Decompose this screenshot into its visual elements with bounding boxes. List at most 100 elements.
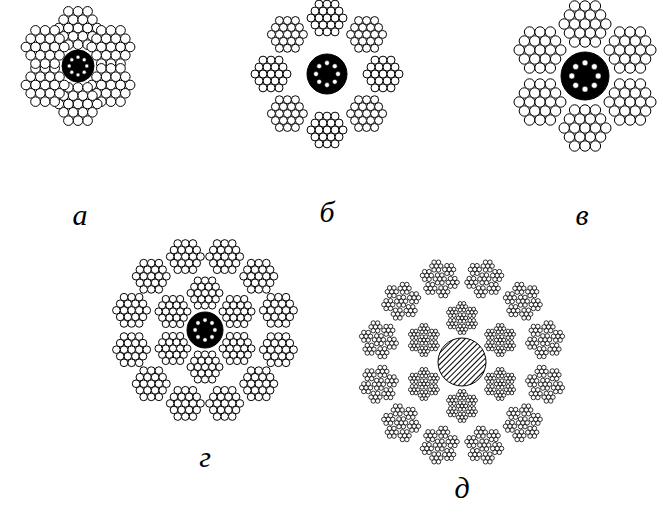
wire [424,390,428,394]
wire [532,345,536,349]
wire [384,299,388,303]
wire [531,388,535,392]
wire [452,407,456,411]
wire [392,345,396,349]
rope-core [187,312,223,348]
wire [475,271,479,275]
wire [484,273,488,277]
wire [391,63,399,71]
wire [139,339,147,347]
wire [405,437,409,441]
wire [458,324,462,328]
wire [426,430,430,434]
wire [471,284,475,288]
wire [462,412,466,416]
wire [430,385,434,389]
wire [500,341,504,345]
wire [448,307,452,311]
wire [500,324,504,328]
wire [510,428,514,432]
wire [506,329,510,333]
wire [379,341,383,345]
wire [194,351,201,358]
wire [363,17,371,25]
wire [614,27,624,37]
wire [331,140,339,148]
wire [189,266,197,274]
wire [490,385,494,389]
wire [363,44,371,52]
wire [424,324,428,328]
wire [536,306,540,310]
wire [536,332,540,336]
wire [73,7,83,17]
wire [275,293,283,301]
wire [50,97,60,107]
wire [147,259,155,267]
wire [558,382,562,386]
wire [55,34,65,44]
wire [550,343,554,347]
wire [128,293,136,301]
wire [384,388,388,392]
wire [120,293,128,301]
wire [545,386,549,390]
wire [366,382,370,386]
wire [494,430,498,434]
wire [379,378,383,382]
wire [505,420,509,424]
wire [267,333,275,341]
wire [542,347,546,351]
wire [537,347,541,351]
wire [488,260,492,264]
wire [291,123,299,131]
wire [536,395,540,399]
wire [554,330,558,334]
wire [532,286,536,290]
wire [233,320,240,327]
wire [424,353,428,357]
wire [414,373,418,377]
wire [73,83,83,93]
wire [513,312,517,316]
wire [434,329,438,333]
wire [401,295,405,299]
wire [434,341,438,345]
wire [263,286,271,294]
wire [387,426,391,430]
wire [159,266,167,274]
wire [524,27,534,37]
wire [432,260,436,264]
wire [180,302,187,309]
wire [497,269,501,273]
wire [50,59,60,69]
wire [544,321,548,325]
wire [255,259,263,267]
wire [590,37,600,47]
wire [481,434,485,438]
wire [449,456,453,460]
wire [487,329,491,333]
wire [452,395,456,399]
wire [375,399,379,403]
wire [549,399,553,403]
wire [411,415,415,419]
core-wire [573,82,579,88]
wire [392,434,396,438]
wire [523,424,527,428]
wire [259,56,267,64]
wire [436,452,440,456]
wire [189,413,197,421]
wire [458,313,462,317]
wire [518,295,522,299]
wire [462,319,466,323]
wire [481,293,485,297]
wire [506,373,510,377]
wire [549,321,553,325]
wire [510,341,514,345]
wire [379,56,387,64]
wire [393,404,397,408]
wire [558,330,562,334]
wire [159,373,167,381]
wire [635,115,645,125]
